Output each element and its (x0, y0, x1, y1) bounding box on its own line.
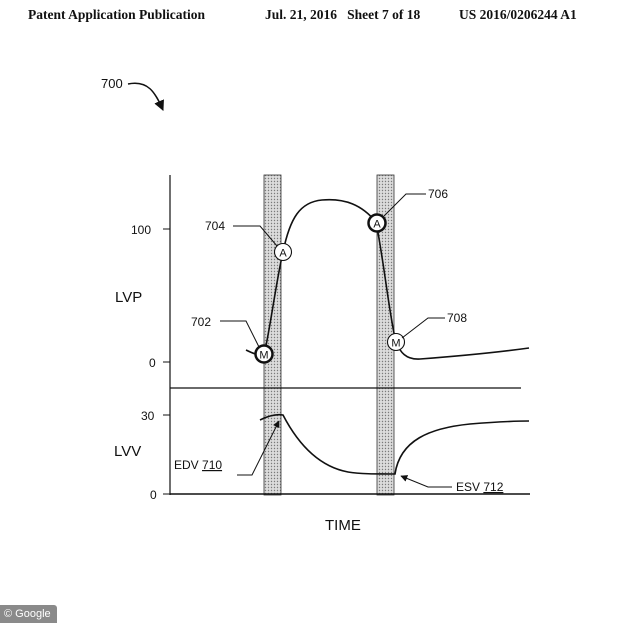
aortic-close-letter: A (373, 219, 381, 231)
aortic-close-marker: A (367, 213, 387, 233)
ref-706: 706 (428, 187, 448, 201)
lvp-tick-label-100: 100 (131, 223, 151, 237)
esv-text: ESV (456, 480, 480, 494)
leader-708 (401, 317, 445, 339)
edv-text: EDV (174, 458, 199, 472)
lvp-curve (245, 198, 530, 360)
mitral-close-letter: M (259, 350, 268, 362)
lvv-axis-label: LVV (114, 443, 141, 460)
lvp-tick-label-0: 0 (149, 356, 156, 370)
figure-ref-700: 700 (101, 76, 123, 91)
esv-label: ESV 712 (456, 480, 504, 494)
ref-704: 704 (205, 219, 225, 233)
publication-number: US 2016/0206244 A1 (459, 7, 577, 22)
mitral-open-letter: M (391, 338, 400, 350)
esv-ref: 712 (483, 480, 503, 494)
leader-702 (220, 320, 260, 348)
publication-title: Patent Application Publication (28, 7, 206, 22)
mitral-open-marker: M (386, 332, 406, 352)
date-and-sheet: Jul. 21, 2016 Sheet 7 of 18 (265, 7, 421, 22)
figure-ref-arrow (127, 82, 164, 111)
mitral-close-marker: M (254, 344, 274, 364)
edv-label: EDV 710 (174, 458, 222, 472)
ref-708: 708 (447, 311, 467, 325)
lvv-tick-label-30: 30 (141, 409, 155, 423)
lvp-axis-label: LVP (115, 289, 142, 306)
patent-header: Patent Application Publication Jul. 21, … (0, 7, 634, 25)
leader-710 (237, 420, 280, 476)
image-credit: © Google (0, 605, 57, 623)
ref-702: 702 (191, 315, 211, 329)
aortic-open-marker: A (273, 242, 293, 262)
leader-706 (383, 193, 426, 217)
time-axis-label: TIME (325, 517, 361, 534)
aortic-open-letter: A (279, 248, 287, 260)
leader-704 (233, 225, 278, 247)
leader-712 (400, 475, 452, 488)
lvv-tick-label-0: 0 (150, 488, 157, 502)
edv-ref: 710 (202, 458, 222, 472)
lvv-curve (259, 413, 530, 475)
